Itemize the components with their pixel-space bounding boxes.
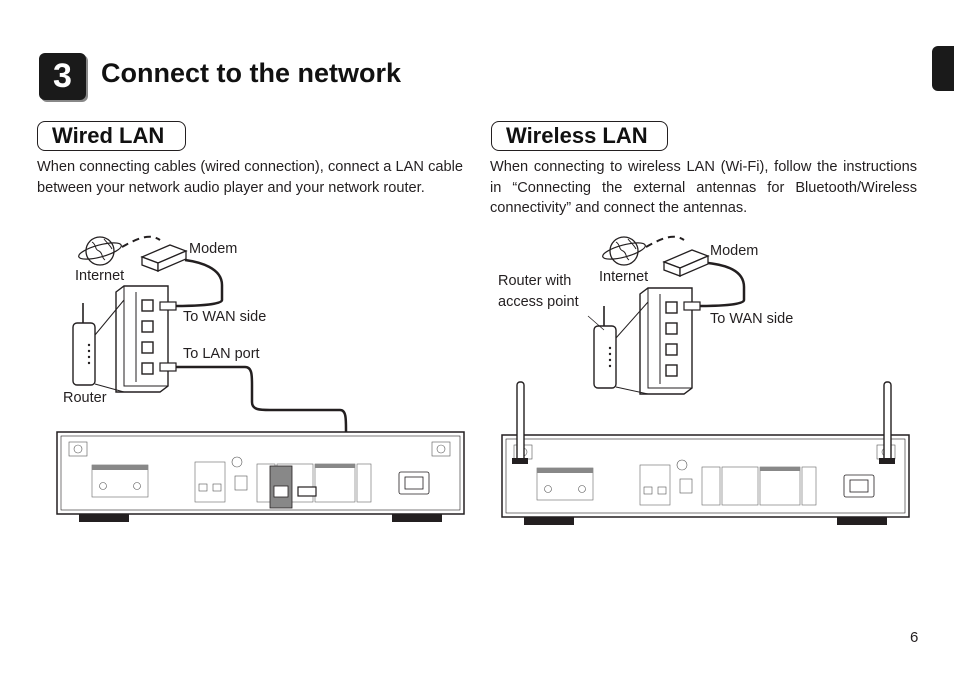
section-tab: [932, 46, 954, 91]
wired-wan-label: To WAN side: [183, 309, 267, 325]
wireless-router-label-line2: access point: [498, 294, 579, 310]
wired-lan-heading: Wired LAN: [37, 121, 186, 151]
wired-lan-description: When connecting cables (wired connection…: [37, 159, 463, 196]
wired-internet-label: Internet: [75, 268, 125, 284]
wired-modem-label: Modem: [189, 241, 238, 257]
page-number: 6: [910, 629, 919, 646]
wireless-internet-label: Internet: [599, 269, 649, 285]
wired-router-label: Router: [63, 390, 107, 406]
wired-lan-port-label: To LAN port: [183, 346, 260, 362]
wireless-lan-description: When connecting to wireless LAN (Wi-Fi),…: [490, 159, 917, 217]
wireless-modem-label: Modem: [710, 243, 759, 259]
wireless-router-label-line1: Router with: [498, 273, 572, 289]
step-number-badge: 3: [39, 53, 86, 100]
page-title: Connect to the network: [101, 58, 402, 88]
wireless-wan-label: To WAN side: [710, 311, 794, 327]
wireless-lan-heading: Wireless LAN: [491, 121, 668, 151]
